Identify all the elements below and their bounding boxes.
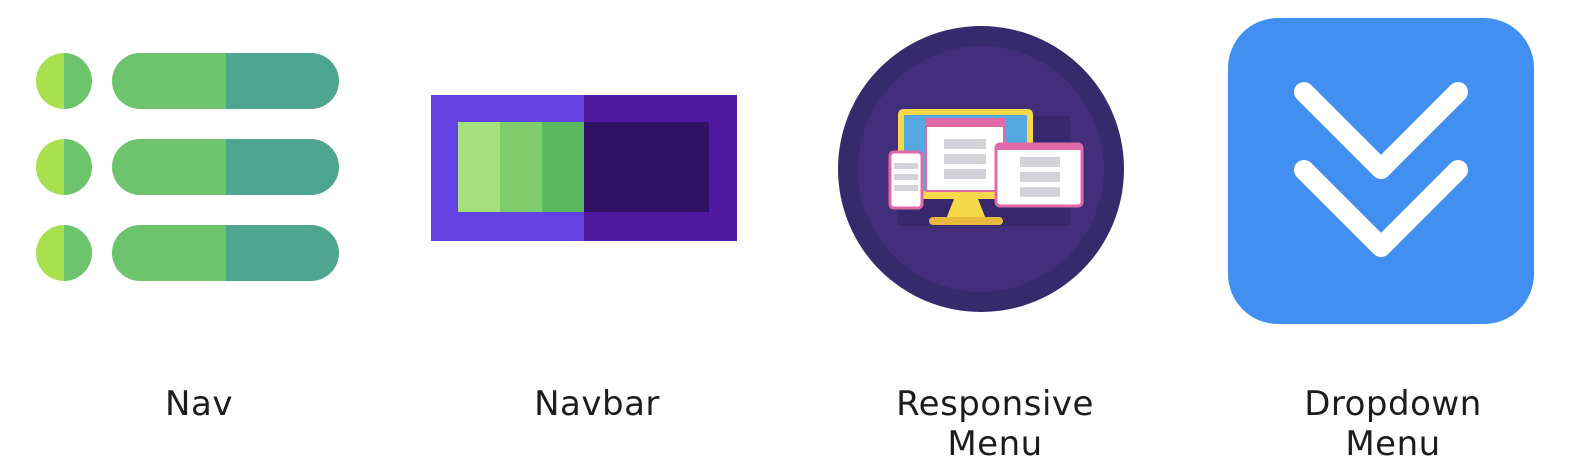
dropdown-menu-label-line-1: Dropdown	[1304, 384, 1482, 424]
dropdown-menu-label: Dropdown Menu	[1194, 384, 1592, 464]
nav-label: Nav	[165, 384, 233, 424]
responsive-menu-label-line-2: Menu	[947, 424, 1043, 464]
nav-row-2	[36, 139, 339, 195]
responsive-menu-item[interactable]: Responsive Menu	[796, 0, 1194, 474]
nav-row-1	[36, 53, 339, 109]
responsive-devices-icon	[838, 26, 1124, 312]
nav-row-3	[36, 225, 339, 281]
dropdown-menu-label-line-2: Menu	[1345, 424, 1441, 464]
double-chevron-down-icon	[1228, 18, 1534, 324]
navbar-block-icon	[431, 95, 737, 241]
navbar-item[interactable]: Navbar	[398, 0, 796, 474]
nav-item[interactable]: Nav	[0, 0, 398, 474]
hamburger-list-icon	[36, 53, 339, 281]
responsive-menu-label-line-1: Responsive	[896, 384, 1094, 424]
navbar-label: Navbar	[534, 384, 660, 424]
responsive-menu-label: Responsive Menu	[796, 384, 1194, 464]
dropdown-menu-item[interactable]: Dropdown Menu	[1194, 0, 1592, 474]
